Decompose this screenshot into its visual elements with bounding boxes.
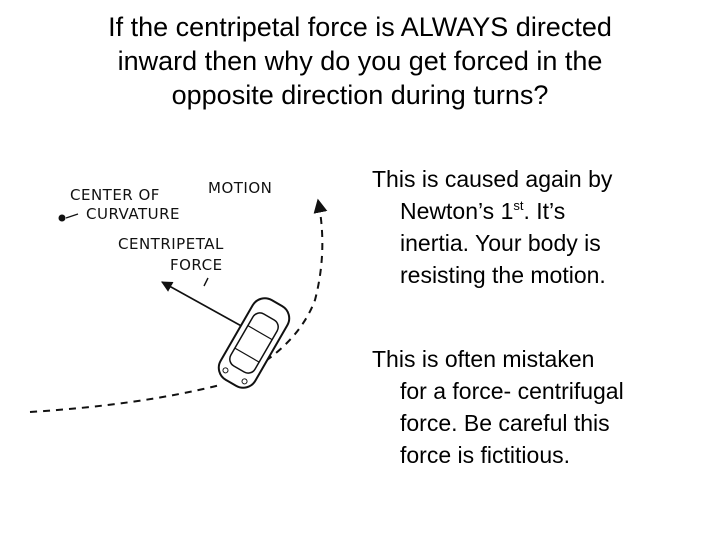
para1-line-2: Newton’s 1st. It’s [372, 195, 707, 227]
para1-line-3: inertia. Your body is [400, 230, 601, 256]
para2-line-2: for a force- centrifugal [400, 378, 624, 404]
center-point-icon [58, 214, 66, 222]
centripetal-force-diagram: CENTER OF CURVATURE MOTION CENTRIPETAL F… [29, 179, 360, 413]
slide-title: If the centripetal force is ALWAYS direc… [20, 10, 700, 112]
title-line-1: If the centripetal force is ALWAYS direc… [108, 12, 612, 42]
ordinal-superscript: st [513, 198, 524, 213]
para1-line-2-text: Newton’s 1 [400, 198, 514, 224]
para1-line-1: This is caused again by [372, 166, 613, 192]
center-label-line-1: CENTER OF [70, 186, 160, 204]
para2-line-3: force. Be careful this [400, 410, 610, 436]
para2-line-4: force is fictitious. [400, 442, 570, 468]
force-label-line-2: FORCE [170, 256, 223, 274]
car-icon [217, 297, 291, 389]
explanation-paragraph-inertia: This is caused again by Newton’s 1st. It… [372, 163, 707, 291]
explanation-paragraph-centrifugal: This is often mistaken for a force- cent… [372, 343, 707, 471]
title-line-3: opposite direction during turns? [171, 80, 549, 110]
title-line-2: inward then why do you get forced in the [117, 46, 603, 76]
center-label-line-2: CURVATURE [86, 205, 180, 223]
force-label-line-1: CENTRIPETAL [118, 235, 224, 253]
para1-line-4: resisting the motion. [400, 262, 606, 288]
para1-line-2-suffix: . It’s [523, 198, 566, 224]
force-arrow-icon [161, 281, 246, 329]
motion-arrow-icon [29, 200, 322, 413]
para2-line-1: This is often mistaken [372, 346, 595, 372]
motion-label: MOTION [208, 179, 272, 197]
